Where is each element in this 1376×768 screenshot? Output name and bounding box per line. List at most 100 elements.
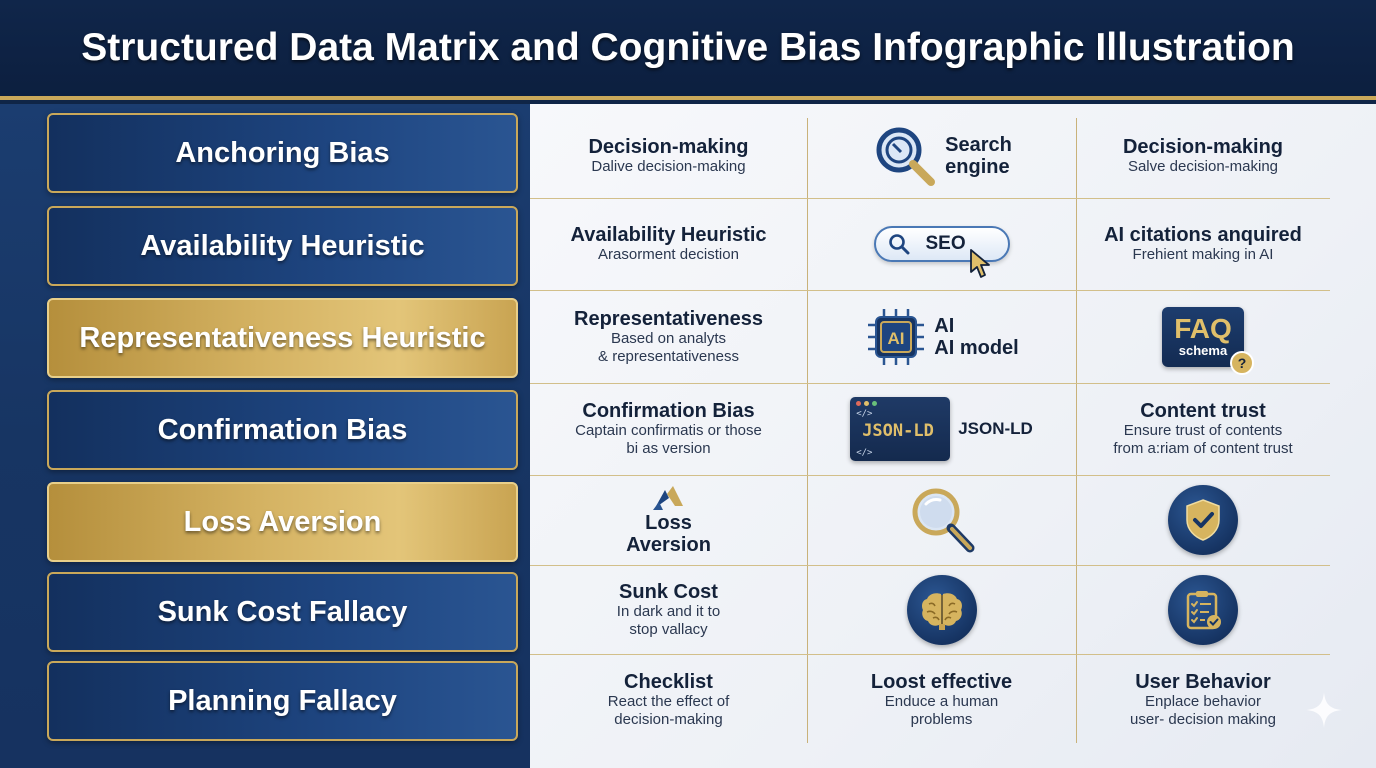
cell-r0-c1: Search engine bbox=[807, 114, 1076, 198]
cell-r0-c0: Decision-making Dalive decision-making bbox=[530, 114, 807, 198]
cell-subtitle: In dark and it to bbox=[616, 602, 721, 620]
cell-r6-c2: User Behavior Enplace behavior user- dec… bbox=[1076, 654, 1330, 746]
bias-loss-aversion[interactable]: Loss Aversion bbox=[47, 482, 518, 562]
grid-divider bbox=[530, 654, 1330, 655]
magnifier-icon bbox=[876, 127, 936, 186]
clipboard-checklist-icon bbox=[1186, 590, 1221, 629]
bias-availability[interactable]: Availability Heuristic bbox=[47, 206, 518, 286]
cell-subtitle: Enduce a human bbox=[884, 693, 999, 710]
cell-label: engine bbox=[945, 156, 1010, 178]
ai-chip-icon: AI bbox=[868, 308, 925, 365]
cell-title: Availability Heuristic bbox=[570, 224, 767, 246]
sparkle-icon bbox=[1306, 692, 1342, 728]
search-icon bbox=[888, 234, 909, 255]
cell-subtitle: Based on analyts bbox=[610, 329, 727, 347]
magnifier-icon bbox=[912, 488, 974, 553]
cell-r4-c2 bbox=[1076, 475, 1330, 565]
cell-r1-c1: SEO bbox=[807, 198, 1076, 290]
cell-title: Sunk Cost bbox=[619, 580, 718, 603]
cell-label: Search bbox=[945, 134, 1012, 156]
cell-title: AI citations anquired bbox=[1104, 224, 1302, 246]
cell-title: Content trust bbox=[1140, 400, 1266, 422]
cell-subtitle: stop vallacy bbox=[629, 620, 708, 638]
code-window-icon: </> JSON-LD </> bbox=[850, 397, 951, 461]
seo-search-pill[interactable]: SEO bbox=[873, 226, 1010, 278]
cell-subtitle: user- decision making bbox=[1130, 711, 1276, 728]
cell-title: Checklist bbox=[624, 671, 713, 693]
cell-label: AI model bbox=[934, 336, 1019, 359]
cell-subtitle: Captain confirmatis or those bbox=[575, 422, 762, 439]
cell-title: Decision-making bbox=[1122, 136, 1284, 158]
cell-subtitle: Frehient making in AI bbox=[1132, 246, 1274, 263]
cell-r2-c2: FAQ schema ? bbox=[1076, 290, 1330, 383]
cell-subtitle: Arasorment decistion bbox=[598, 246, 739, 263]
cell-r5-c2 bbox=[1076, 565, 1330, 654]
schema-text: schema bbox=[1178, 343, 1228, 358]
window-dots bbox=[856, 401, 878, 406]
bias-anchoring[interactable]: Anchoring Bias bbox=[47, 113, 518, 193]
cell-r0-c2: Decision-making Salve decision-making bbox=[1076, 114, 1330, 198]
cell-r6-c0: Checklist React the effect of decision-m… bbox=[530, 654, 807, 746]
cell-r4-c1 bbox=[807, 475, 1076, 565]
cell-r1-c0: Availability Heuristic Arasorment decist… bbox=[530, 198, 807, 290]
code-text: JSON-LD bbox=[862, 421, 934, 441]
cell-r5-c1 bbox=[807, 565, 1076, 654]
code-tag: </> bbox=[856, 448, 873, 458]
cell-title: Loss bbox=[645, 512, 692, 534]
bias-list-panel: Anchoring Bias Availability Heuristic Re… bbox=[0, 104, 530, 768]
cell-title: Loost effective bbox=[870, 671, 1013, 693]
cell-subtitle: Salve decision-making bbox=[1127, 158, 1279, 175]
cursor-icon bbox=[969, 249, 990, 278]
cell-subtitle: decision-making bbox=[614, 711, 723, 728]
cell-r5-c0: Sunk Cost In dark and it to stop vallacy bbox=[530, 565, 807, 654]
cell-title: Aversion bbox=[626, 534, 711, 556]
shield-check-icon bbox=[1186, 499, 1220, 541]
bias-confirmation[interactable]: Confirmation Bias bbox=[47, 390, 518, 470]
code-tag: </> bbox=[856, 409, 873, 419]
clipboard-badge bbox=[1168, 574, 1238, 645]
cell-subtitle: Ensure trust of contents bbox=[1123, 422, 1283, 439]
title-banner: Structured Data Matrix and Cognitive Bia… bbox=[0, 0, 1376, 100]
shield-check-badge bbox=[1168, 485, 1238, 555]
bias-sunk-cost[interactable]: Sunk Cost Fallacy bbox=[47, 572, 518, 652]
cell-r3-c0: Confirmation Bias Captain confirmatis or… bbox=[530, 383, 807, 475]
cell-r4-c0: Loss Aversion bbox=[530, 475, 807, 565]
cell-title: Representativeness bbox=[574, 307, 763, 330]
brain-icon bbox=[921, 592, 962, 630]
cell-subtitle: & representativeness bbox=[598, 347, 739, 365]
grid-divider bbox=[807, 118, 808, 743]
page-title: Structured Data Matrix and Cognitive Bia… bbox=[81, 26, 1295, 69]
loss-arrows-icon bbox=[652, 486, 683, 510]
cell-r6-c1: Loost effective Enduce a human problems bbox=[807, 654, 1076, 746]
bias-representativeness[interactable]: Representativeness Heuristic bbox=[47, 298, 518, 378]
cell-label: AI bbox=[934, 314, 955, 337]
cell-subtitle: React the effect of bbox=[607, 693, 730, 710]
bias-planning[interactable]: Planning Fallacy bbox=[47, 661, 518, 741]
cell-title: User Behavior bbox=[1135, 671, 1271, 693]
faq-text: FAQ bbox=[1174, 313, 1232, 344]
grid-divider bbox=[530, 565, 1330, 566]
cell-subtitle: problems bbox=[910, 711, 973, 728]
question-badge-icon: ? bbox=[1230, 350, 1254, 375]
cell-title: Confirmation Bias bbox=[582, 400, 755, 422]
cell-r2-c0: Representativeness Based on analyts & re… bbox=[530, 290, 807, 383]
cell-subtitle: bi as version bbox=[626, 440, 711, 457]
grid-divider bbox=[530, 475, 1330, 476]
cell-subtitle: Dalive decision-making bbox=[591, 158, 746, 175]
grid-divider bbox=[530, 198, 1330, 199]
brain-badge bbox=[906, 574, 977, 645]
cell-subtitle: Enplace behavior bbox=[1145, 693, 1261, 710]
grid-divider bbox=[530, 383, 1330, 384]
cell-r1-c2: AI citations anquired Frehient making in… bbox=[1076, 198, 1330, 290]
matrix-grid: Decision-making Dalive decision-making S… bbox=[530, 104, 1376, 768]
chip-text: AI bbox=[888, 329, 905, 348]
grid-divider bbox=[530, 290, 1330, 291]
cell-label: JSON-LD bbox=[958, 419, 1033, 438]
cell-r3-c2: Content trust Ensure trust of contents f… bbox=[1076, 383, 1330, 475]
seo-label: SEO bbox=[925, 233, 966, 254]
grid-divider bbox=[1076, 118, 1077, 743]
cell-subtitle: from a:riam of content trust bbox=[1113, 440, 1293, 457]
cell-r3-c1: </> JSON-LD </> JSON-LD bbox=[807, 383, 1076, 475]
cell-title: Decision-making bbox=[588, 136, 749, 158]
faq-schema-icon: FAQ schema ? bbox=[1162, 306, 1254, 375]
